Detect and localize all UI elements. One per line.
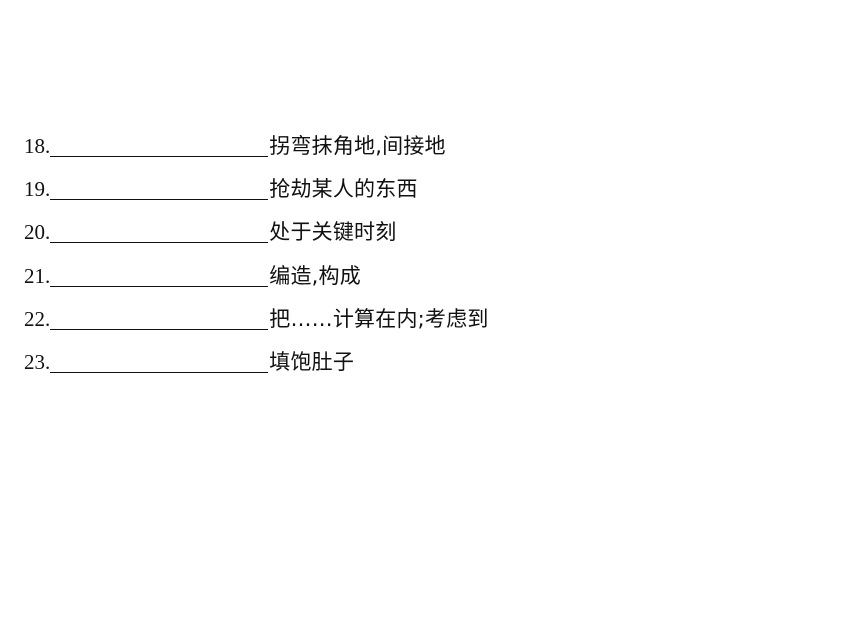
- item-meaning: 处于关键时刻: [269, 220, 397, 245]
- item-number: 20.: [24, 220, 51, 245]
- item-meaning: 拐弯抹角地,间接地: [269, 134, 446, 158]
- item-meaning: 填饱肚子: [269, 349, 355, 374]
- answer-blank: [50, 309, 269, 330]
- answer-blank: [50, 266, 269, 287]
- exercise-item-22: 22. 把……计算在内;考虑到: [24, 287, 824, 330]
- answer-blank: [50, 136, 269, 157]
- item-meaning: 抢劫某人的东西: [269, 177, 418, 202]
- exercise-item-19: 19. 抢劫某人的东西: [24, 157, 824, 202]
- item-meaning: 编造,构成: [269, 263, 361, 288]
- exercise-item-21: 21. 编造,构成: [24, 243, 824, 288]
- answer-blank: [50, 222, 269, 244]
- exercise-list: 18. 拐弯抹角地,间接地 19. 抢劫某人的东西 20. 处于关键时刻 21.…: [24, 127, 824, 373]
- exercise-item-18: 18. 拐弯抹角地,间接地: [24, 127, 824, 157]
- item-meaning: 把……计算在内;考虑到: [269, 306, 489, 331]
- item-number: 23.: [24, 349, 51, 374]
- exercise-item-20: 20. 处于关键时刻: [24, 200, 824, 245]
- exercise-item-23: 23. 填饱肚子: [24, 330, 824, 373]
- item-number: 19.: [24, 177, 51, 202]
- item-number: 22.: [24, 306, 51, 331]
- answer-blank: [50, 352, 269, 373]
- item-number: 18.: [24, 134, 51, 158]
- answer-blank: [50, 179, 269, 201]
- item-number: 21.: [24, 263, 51, 288]
